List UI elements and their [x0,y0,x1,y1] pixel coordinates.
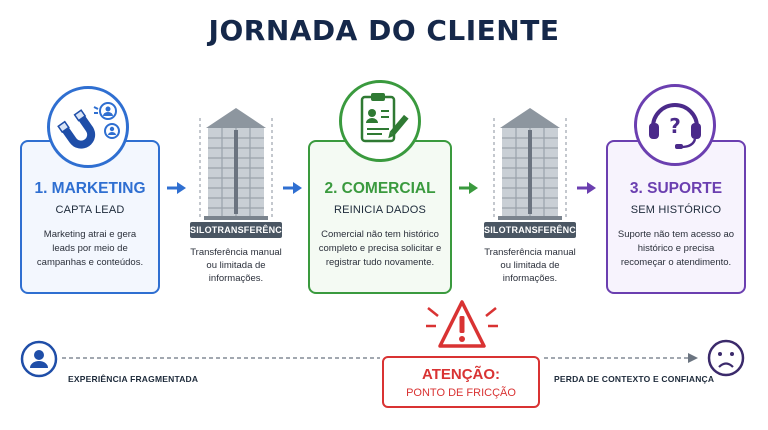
warning-icon [424,298,500,359]
svg-text:?: ? [669,114,681,138]
clipboard-icon [339,80,421,162]
comercial-description: Comercial não tem histórico completo e p… [318,229,442,268]
marketing-description: Marketing atrai e gera leads por meio de… [36,229,144,268]
journey-dashed-line [62,351,702,370]
arrow-right-icon [166,180,188,201]
page-title: JORNADA DO CLIENTE [208,14,560,47]
suporte-title: 3. SUPORTE [629,180,723,197]
silo-transfer-description: Transferência manual ou limitada de info… [484,247,576,284]
arrow-right-icon [576,180,598,201]
suporte-subtitle: SEM HISTÓRICO [630,204,722,216]
silo-transfer-tag: SILOTRANSFERÊNCIA [190,222,291,238]
silo-icon [196,104,276,229]
sad-face-icon [706,338,746,383]
alert-subtitle: PONTO DE FRICÇÃO [406,387,516,399]
magnet-icon [47,86,129,168]
marketing-title: 1. MARKETING [34,180,146,197]
silo-icon [490,104,570,229]
silo-transfer-tag: SILOTRANSFERÊNCIA [484,222,585,238]
suporte-description: Suporte não tem acesso ao histórico e pr… [617,229,735,268]
friction-alert-box: ATENÇÃO: PONTO DE FRICÇÃO [382,356,540,408]
user-icon [20,340,58,383]
context-loss-label: PERDA DE CONTEXTO E CONFIANÇA [554,374,715,384]
arrow-right-icon [458,180,480,201]
arrow-right-icon [282,180,304,201]
alert-title: ATENÇÃO: [421,366,501,383]
comercial-card: 2. COMERCIAL REINICIA DADOS Comercial nã… [308,140,452,294]
marketing-subtitle: CAPTA LEAD [55,204,125,216]
headset-icon: ? [634,84,716,166]
comercial-title: 2. COMERCIAL [324,180,436,197]
silo-transfer-description: Transferência manual ou limitada de info… [190,247,282,284]
comercial-subtitle: REINICIA DADOS [333,204,427,216]
experience-label: EXPERIÊNCIA FRAGMENTADA [68,374,199,384]
